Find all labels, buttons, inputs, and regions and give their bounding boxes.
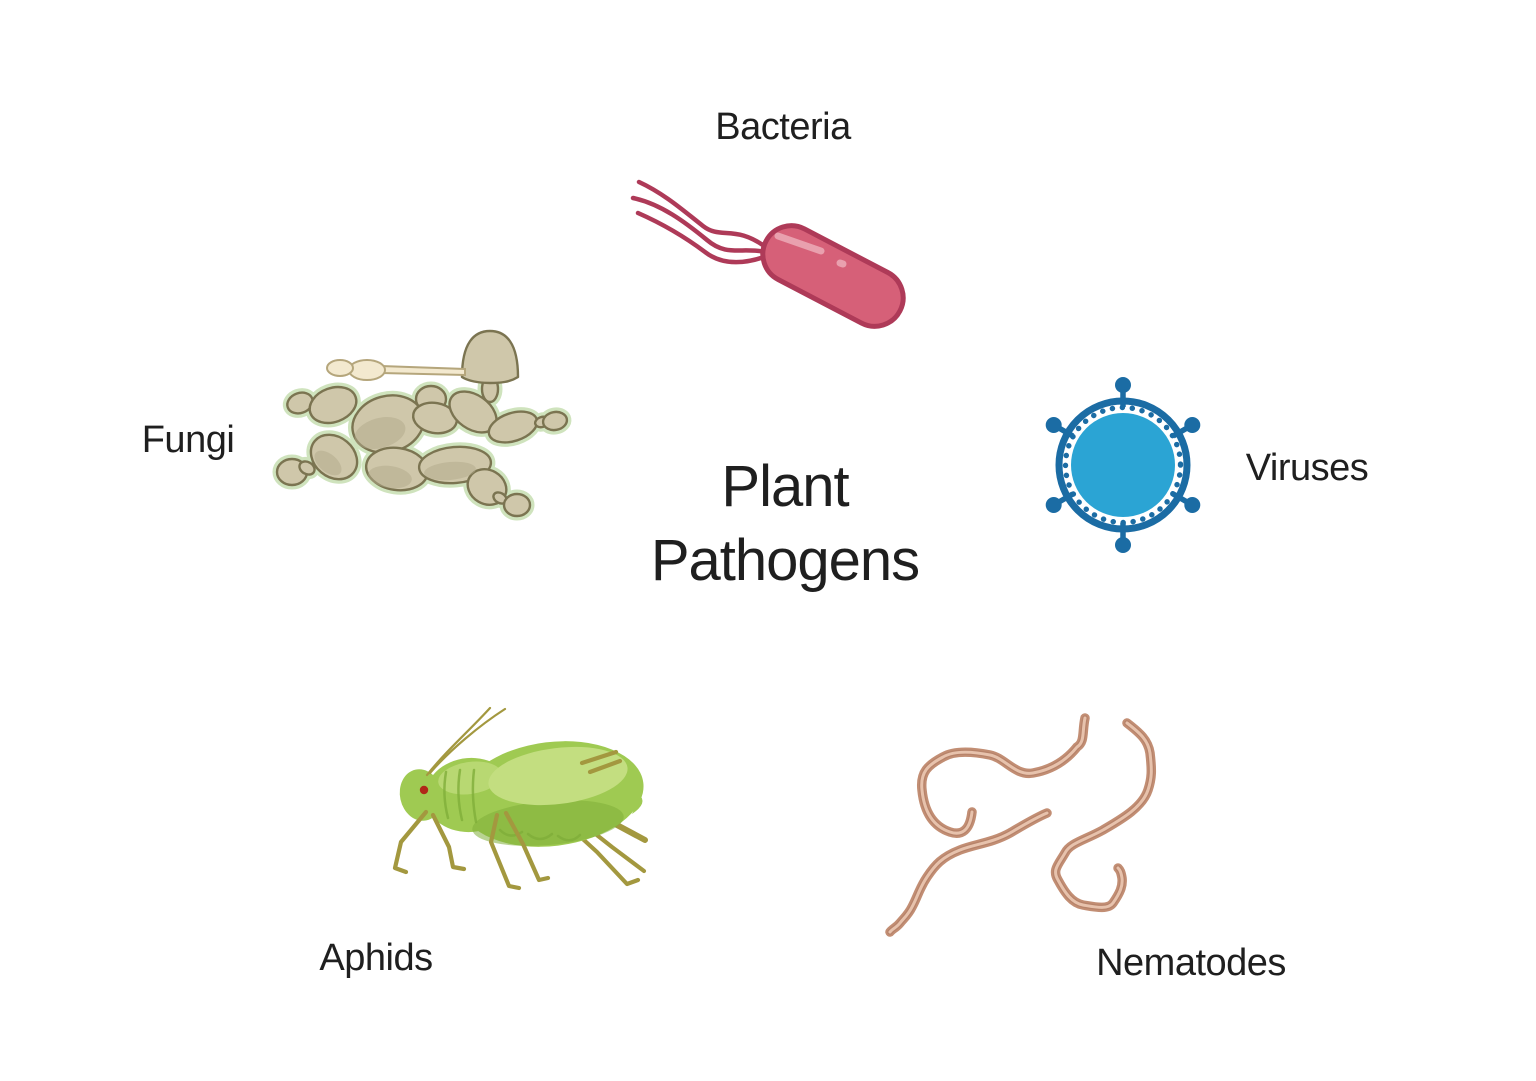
page-title: Plant Pathogens xyxy=(650,450,920,598)
bacterium-cell-icon xyxy=(760,223,906,329)
fungi-label: Fungi xyxy=(141,419,235,461)
viruses-label: Viruses xyxy=(1245,447,1369,489)
fungi-illustration xyxy=(272,329,572,521)
yeast-cells-icon xyxy=(275,374,569,518)
nematode-worm-1-icon xyxy=(916,713,1090,838)
virus-envelope-icon xyxy=(1055,397,1191,533)
aphid-body-icon xyxy=(399,741,644,847)
nematodes-illustration xyxy=(885,713,1157,937)
title-line-2: Pathogens xyxy=(650,528,920,593)
aphid-front-legs-icon xyxy=(392,809,551,891)
nematode-worm-3-icon xyxy=(885,808,1052,937)
nematodes-label: Nematodes xyxy=(1096,942,1286,984)
virus-capsid-icon xyxy=(1071,413,1175,517)
aphids-label: Aphids xyxy=(319,937,433,979)
bacteria-illustration xyxy=(630,179,906,329)
nematode-worm-2-icon xyxy=(1050,718,1157,913)
flagella-icon xyxy=(630,179,770,265)
aphid-eye-icon xyxy=(419,785,429,795)
aphids-illustration xyxy=(392,706,648,891)
conidiophore-icon xyxy=(326,329,520,385)
viruses-illustration xyxy=(1045,377,1201,553)
virus-dotted-ring-icon xyxy=(1062,404,1184,526)
aphid-cornicles-icon xyxy=(579,749,623,775)
title-line-1: Plant xyxy=(721,454,849,519)
aphid-antennae-icon xyxy=(425,706,507,777)
bacteria-label: Bacteria xyxy=(715,106,851,148)
